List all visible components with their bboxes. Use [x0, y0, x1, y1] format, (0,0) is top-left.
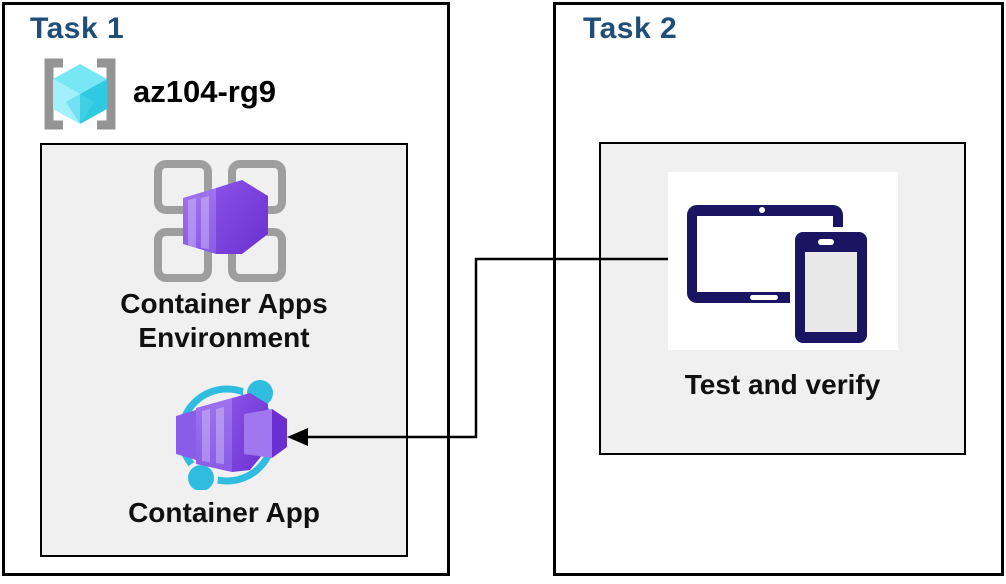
task1-title: Task 1	[30, 12, 125, 45]
test-and-verify-label: Test and verify	[684, 369, 881, 400]
container-apps-environment-icon	[154, 160, 286, 282]
container-apps-environment-label: Container Apps Environment	[40, 287, 408, 355]
container-app-label: Container App	[128, 497, 320, 528]
task2-title: Task 2	[583, 12, 678, 45]
environment-label-line2: Environment	[138, 322, 310, 353]
devices-icon	[687, 205, 872, 348]
environment-label-line1: Container Apps	[120, 288, 328, 319]
resource-group-icon	[44, 58, 116, 130]
container-app-icon	[176, 378, 287, 490]
resource-group-name: az104-rg9	[133, 74, 277, 109]
